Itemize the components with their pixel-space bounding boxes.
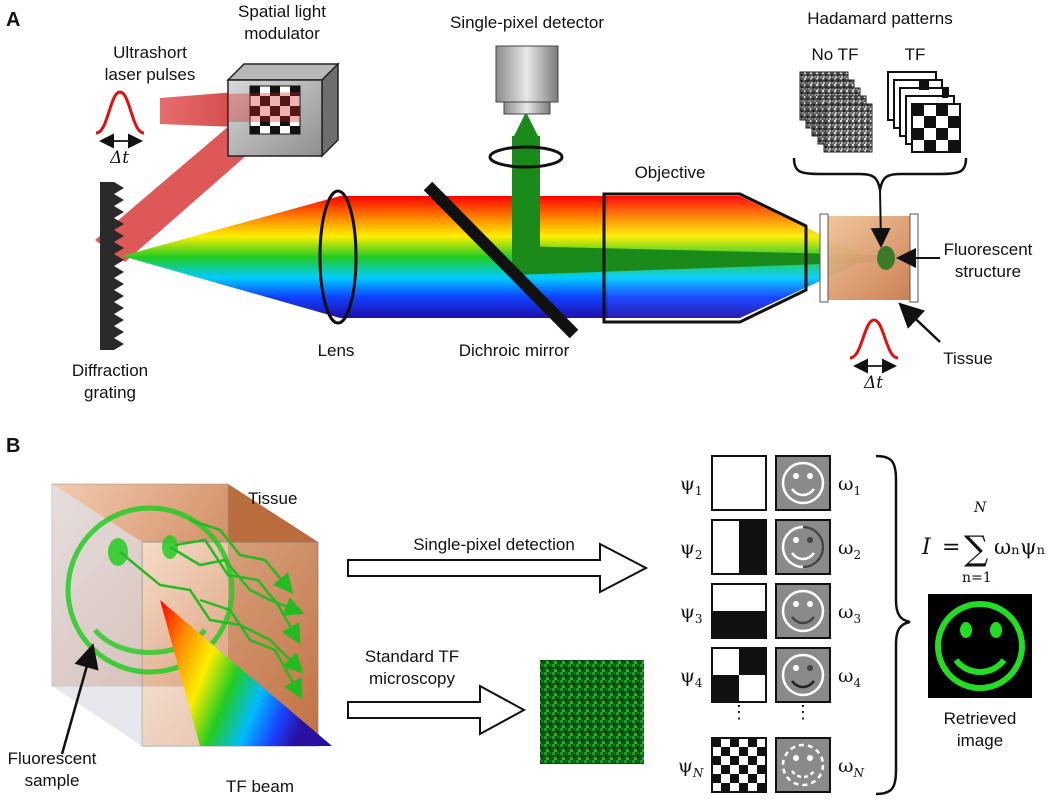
svg-text:ψ3: ψ3: [680, 601, 703, 626]
spatial-light-modulator: [226, 62, 340, 158]
reconstruction-equation: I = ∑ N n=1 ωₙψₙ: [921, 500, 1046, 586]
svg-text:ω2: ω2: [838, 537, 861, 562]
scattered-emission: [119, 518, 305, 700]
fluorescent-structure-label-2: structure: [955, 262, 1021, 281]
svg-text:ω3: ω3: [838, 601, 861, 626]
ultrashort-label-2: laser pulses: [105, 65, 196, 84]
panel-b-label: B: [6, 435, 20, 457]
svg-text:I: I: [921, 535, 932, 560]
single-pixel-detector: [495, 45, 559, 115]
svg-text:ωₙψₙ: ωₙψₙ: [994, 535, 1046, 559]
objective-label: Objective: [635, 163, 706, 182]
svg-text:⋮: ⋮: [730, 702, 748, 722]
grating-label-1: Diffraction: [72, 361, 148, 380]
svg-text:ω4: ω4: [838, 665, 862, 690]
svg-text:=: =: [942, 535, 960, 560]
summation-brace: [875, 454, 911, 796]
lens: [318, 189, 358, 325]
svg-text:ψ2: ψ2: [680, 537, 703, 562]
standard-tf-label-1: Standard TF: [365, 647, 459, 666]
omega-projections: ⋮: [775, 455, 831, 793]
svg-text:⋮: ⋮: [794, 702, 812, 722]
standard-tf-label-2: microscopy: [369, 669, 455, 688]
retrieved-image: [928, 594, 1032, 698]
psi-patterns: ⋮: [711, 455, 767, 793]
tissue-label: Tissue: [943, 349, 992, 368]
laser-pulse-icon: [95, 90, 145, 149]
dichroic-label: Dichroic mirror: [459, 341, 570, 360]
panel-a-label: A: [6, 9, 20, 31]
standard-tf-image: [540, 660, 644, 764]
tf-beam-cone: [160, 600, 332, 746]
detector-label: Single-pixel detector: [450, 13, 604, 32]
tissue-b-label: Tissue: [248, 489, 297, 508]
pulse-width-label: Δt: [109, 148, 129, 168]
omega-labels: ω1 ω2 ω3 ω4 ωN: [838, 473, 865, 780]
svg-text:N: N: [973, 500, 987, 516]
ultrashort-label-1: Ultrashort: [113, 43, 187, 62]
tf-beam-label: TF beam: [226, 777, 294, 796]
output-pulse-icon: [849, 318, 899, 374]
slm-label-1: Spatial light: [238, 2, 326, 21]
detector-lens: [488, 145, 564, 169]
dispersed-spectrum-fan: [122, 196, 340, 318]
svg-text:ψ4: ψ4: [680, 665, 703, 690]
no-tf-label: No TF: [812, 45, 859, 64]
single-pixel-arrow: [347, 542, 649, 594]
hadamard-tf-stack: [887, 71, 961, 153]
tf-label: TF: [905, 45, 926, 64]
hadamard-arrow: [870, 189, 891, 248]
fluorescent-structure: [877, 246, 895, 270]
hadamard-label: Hadamard patterns: [807, 9, 953, 28]
sample-arrow: [60, 643, 99, 755]
svg-text:ω1: ω1: [838, 473, 861, 498]
fluorescent-structure-label-1: Fluorescent: [944, 240, 1033, 259]
objective: [602, 192, 808, 324]
tissue-arrow: [898, 302, 941, 343]
svg-text:n=1: n=1: [962, 570, 992, 586]
psi-labels: ψ1 ψ2 ψ3 ψ4 ψN: [678, 473, 704, 780]
slm-label-2: modulator: [244, 24, 320, 43]
retrieved-label-1: Retrieved: [944, 709, 1017, 728]
retrieved-label-2: image: [957, 731, 1003, 750]
pulse-width-label-2: Δt: [863, 373, 883, 393]
hadamard-no-tf-stack: [799, 71, 873, 153]
lens-label: Lens: [318, 341, 355, 360]
grating-label-2: grating: [84, 383, 136, 402]
standard-tf-arrow: [347, 684, 527, 736]
diffraction-grating: [100, 182, 124, 350]
hadamard-brace: [792, 157, 968, 191]
slm-checker-pattern: [249, 85, 301, 135]
single-pixel-label: Single-pixel detection: [413, 535, 575, 554]
sample-label-1: Fluorescent: [8, 749, 97, 768]
svg-text:ψ1: ψ1: [680, 473, 703, 498]
svg-text:∑: ∑: [964, 529, 988, 569]
svg-text:ψN: ψN: [678, 755, 704, 780]
sample-label-2: sample: [25, 771, 80, 790]
dichroic-mirror: [423, 181, 579, 339]
svg-text:ωN: ωN: [838, 755, 865, 780]
